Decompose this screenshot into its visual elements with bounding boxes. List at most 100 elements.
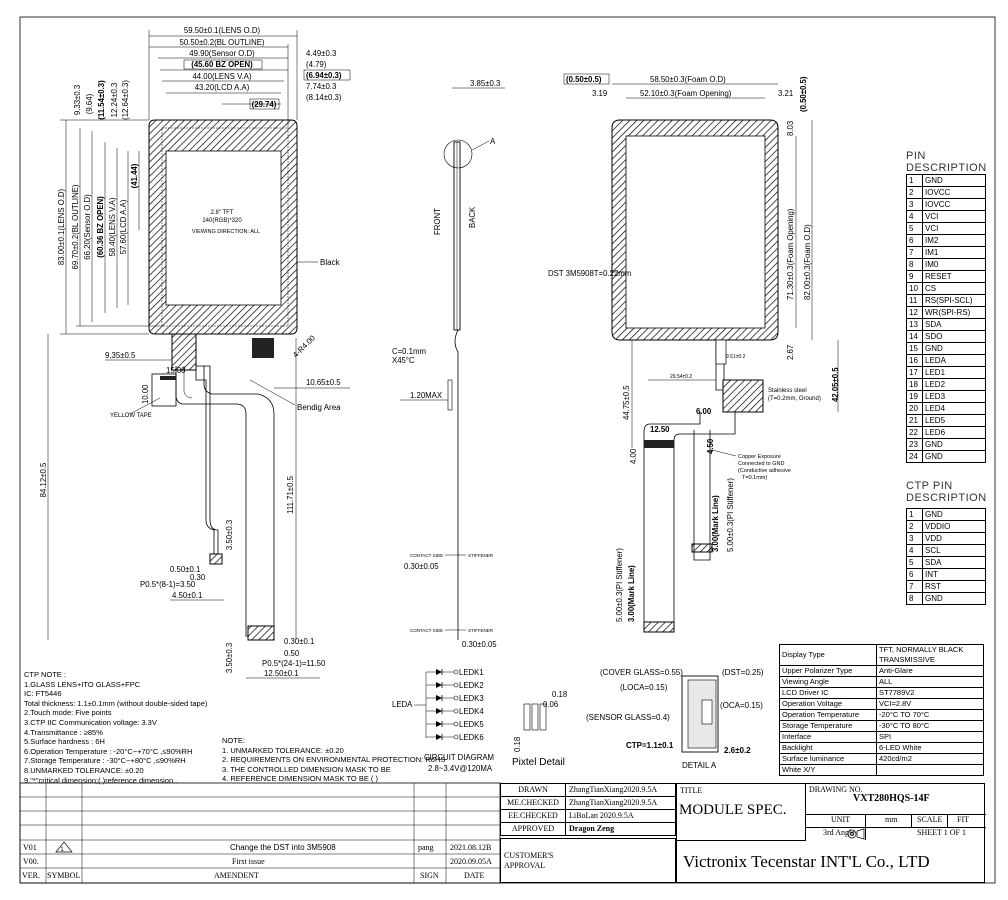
pixel-dim-2: 0.06 — [543, 700, 558, 709]
dim-9-64: (9.64) — [85, 93, 94, 114]
general-note-line: 2. REQUIREMENTS ON ENVIRONMENTAL PROTECT… — [222, 755, 446, 765]
approval-signer: Dragon Zeng — [565, 822, 676, 836]
led-diode-icon — [436, 734, 442, 740]
label-black: Black — [320, 258, 341, 267]
ctp-note-line: 3.CTP IIC Communication voltage: 3.3V — [24, 717, 157, 727]
unit-label: UNIT — [831, 815, 851, 824]
dim-83: 83.00±0.1(LENS O.D) — [57, 188, 66, 265]
dim-3-50b: 3.50±0.3 — [225, 643, 234, 673]
dim-71-30: 71.30±0.3(Foam Opening) — [786, 208, 795, 300]
ctp-pin-name: GND — [922, 592, 986, 605]
circuit-leda: LEDA — [392, 700, 413, 709]
ctp-note-line: 4.Transmittance : ≥85% — [24, 727, 103, 737]
dim-12-50: 12.50±0.1 — [264, 669, 299, 678]
drawing-no: VXT280HQS-14F — [853, 793, 930, 804]
dim-57-60: 57.60(LCD A.A) — [119, 199, 128, 254]
general-note-line: 3. THE CONTROLLED DIMENSION MASK TO BE — [222, 764, 391, 774]
ctp-note-line: 9."*"critical dimension;( )reference dim… — [24, 775, 178, 785]
dim-4-50-back: 4.50 — [706, 438, 715, 454]
label-contact-side-1: CONTACT SIDE — [410, 553, 443, 558]
dim-lcd-aa: 43.20(LCD A.A) — [195, 83, 250, 92]
label-back: BACK — [468, 206, 477, 228]
pin-name: GND — [922, 450, 986, 463]
label-chamfer: C=0.1mm — [392, 347, 426, 356]
ctp-note-line: 7.Storage Temperature : -30°C~+80°C ,≤90… — [24, 756, 186, 766]
circuit-voltage: 2.8~3.4V@120MA — [428, 764, 493, 773]
label-a: A — [490, 137, 496, 146]
dim-4-79: (4.79) — [306, 60, 327, 69]
pixel-detail-title: Pixtel Detail — [512, 757, 565, 768]
third-angle-icon — [847, 828, 865, 840]
dim-111-71: 111.71±0.5 — [286, 475, 295, 513]
label-steel: Stainless steel — [768, 388, 807, 394]
spec-label: White X/Y — [779, 764, 877, 776]
dim-mark-1: 3.00(Mark Line) — [711, 495, 720, 552]
dim-66-20: 66.20(Sensor O.D) — [83, 194, 92, 260]
label-yellow-tape: YELLOW TAPE — [110, 413, 152, 419]
led-diode-icon — [436, 708, 442, 714]
dim-3-50: 3.50±0.3 — [225, 520, 234, 550]
customer-approval-box: CUSTOMER'S APPROVAL — [500, 838, 676, 883]
dim-7-74: 7.74±0.3 — [306, 82, 336, 91]
approval-role: DRAWN — [500, 783, 566, 797]
dim-4-00: 4.00 — [629, 448, 638, 464]
spec-value — [876, 764, 984, 776]
title-text: MODULE SPEC. — [679, 802, 787, 818]
rev-header-date: DATE — [464, 871, 485, 880]
dim-lens-od: 59.50±0.1(LENS O.D) — [184, 26, 261, 35]
dim-41-44: (41.44) — [130, 163, 139, 188]
rev-v01-ver: V01 — [23, 843, 37, 852]
sheet-label: SHEET 1 OF 1 — [917, 828, 966, 837]
ctp-note-line: 2.Touch mode: Five points — [24, 708, 112, 718]
dim-bl-outline: 50.50±0.2(BL OUTLINE) — [179, 38, 264, 47]
label-copper-4: T=0.1mm) — [742, 475, 767, 481]
pin-desc-title-1: PIN — [906, 150, 926, 162]
pixel-dim-3: 0.18 — [513, 737, 522, 752]
dim-3-85: 3.85±0.3 — [470, 79, 500, 88]
side-view: 3.85±0.3 A FRONT BACK C=0.1mm X45°C 1.20… — [392, 79, 505, 649]
ctp-note-line: CTP NOTE : — [24, 670, 66, 679]
rev-v00-date: 2020.09.05A — [450, 857, 492, 866]
screen-resolution-text: 240(RGB)*320 — [202, 218, 242, 224]
ledk-label: LEDK6 — [459, 733, 484, 742]
spec-row: White X/Y — [779, 764, 984, 776]
label-stiffener-2: STIFFENER — [468, 628, 494, 633]
led-channel: LEDK6 — [426, 733, 484, 742]
approval-signer: ZhangTianXiang2020.9.5A — [565, 796, 676, 810]
dim-4-50: 4.50±0.1 — [172, 591, 202, 600]
dim-8-14: (8.14±0.3) — [306, 93, 342, 102]
led-channel: LEDK5 — [426, 720, 484, 729]
dim-44-75: 44.75±0.5 — [622, 385, 631, 420]
dim-0-50-right: (0.50±0.5) — [799, 76, 808, 112]
display-active-area — [165, 150, 282, 306]
dim-58-40: 58.40(LENS V.A) — [108, 197, 117, 256]
dim-12-64: (12.64±0.3) — [121, 80, 130, 120]
rev-v00-amendent: First issue — [232, 857, 265, 866]
drawing-no-label: DRAWING NO. — [809, 785, 863, 794]
led-diode-icon — [436, 669, 442, 675]
dim-0-30b: 0.30±0.1 — [284, 637, 314, 646]
back-view: (0.50±0.5) 58.50±0.3(Foam O.D) 3.19 52.1… — [548, 73, 840, 633]
dim-10-65: 10.65±0.5 — [306, 378, 341, 387]
scale-value: FIT — [957, 815, 969, 824]
dim-0-50-left: (0.50±0.5) — [566, 75, 602, 84]
ledk-label: LEDK5 — [459, 720, 484, 729]
ledk-label: LEDK4 — [459, 707, 484, 716]
dim-42-05: 42.05±0.5 — [831, 367, 840, 402]
dim-9-51: 9.51±0.2 — [726, 354, 746, 360]
